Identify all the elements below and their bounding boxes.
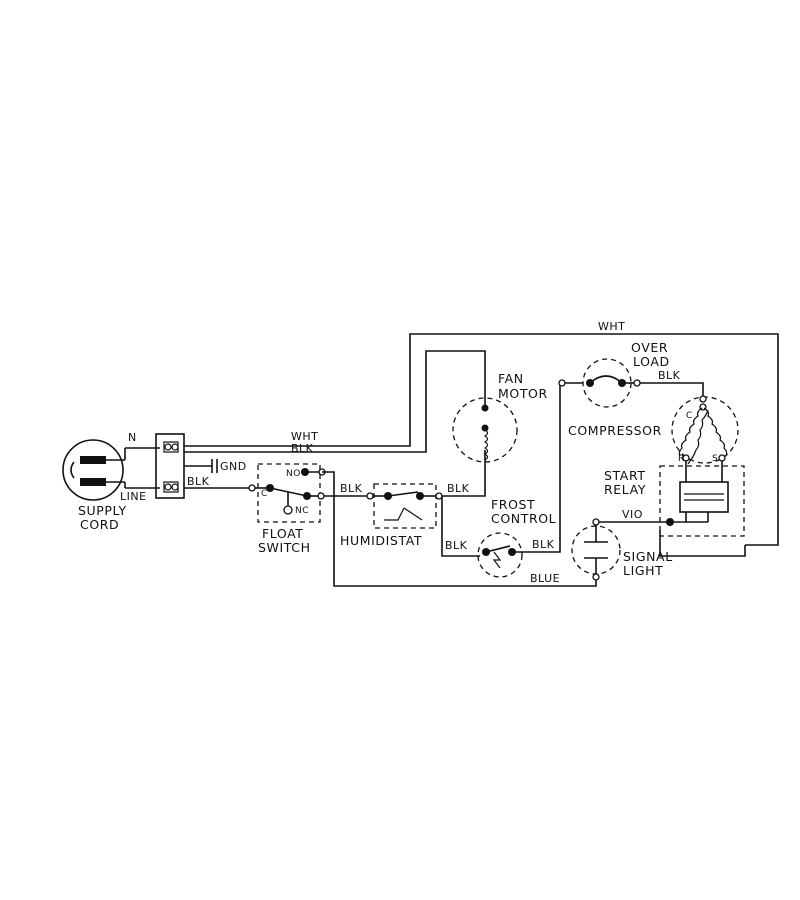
float-switch-label-2: SWITCH — [258, 540, 311, 555]
ground-symbol — [184, 459, 218, 473]
blk-wire-frost-overload — [514, 382, 583, 553]
wht-top-label: WHT — [598, 320, 625, 333]
supply-cord-plug — [62, 439, 160, 501]
float-switch-label-1: FLOAT — [262, 526, 304, 541]
start-relay-label-1: START — [604, 468, 646, 483]
signal-light-label-1: SIGNAL — [623, 549, 673, 564]
float-c-label: C — [261, 489, 268, 499]
float-switch — [248, 463, 326, 523]
relay-link-wire — [659, 530, 746, 557]
overload-label-1: OVER — [631, 340, 668, 355]
blk-hum-out-label: BLK — [447, 482, 470, 495]
wht-wire-top — [184, 333, 779, 546]
blk-frost-left-label: BLK — [445, 539, 468, 552]
comp-r-label: R — [678, 454, 685, 464]
float-nc-label: NC — [295, 506, 309, 516]
blk-overload-label: BLK — [658, 369, 681, 382]
wht-mid-label: WHT — [291, 430, 318, 443]
supply-cord-label-2: CORD — [80, 517, 119, 532]
line-label: LINE — [120, 490, 147, 503]
comp-s-label: S — [712, 454, 718, 464]
start-relay-label-2: RELAY — [604, 482, 646, 497]
frost-control-label-2: CONTROL — [491, 511, 556, 526]
supply-cord-label-1: SUPPLY — [78, 503, 127, 518]
overload-label-2: LOAD — [633, 354, 670, 369]
frost-control — [477, 532, 523, 578]
blk-float-hum-label: BLK — [340, 482, 363, 495]
blk-wire-hum-frost — [441, 496, 480, 557]
fan-motor-label-2: MOTOR — [498, 386, 548, 401]
blk-mid-label: BLK — [291, 442, 314, 455]
fan-motor — [452, 397, 518, 463]
humidistat-label: HUMIDISTAT — [340, 533, 422, 548]
signal-light — [571, 518, 621, 581]
gnd-label: GND — [220, 460, 247, 473]
blk-frost-right-label: BLK — [532, 538, 555, 551]
n-label: N — [128, 431, 137, 444]
comp-c-label: C — [686, 411, 693, 421]
float-no-label: NO — [286, 469, 301, 479]
humidistat — [366, 483, 443, 529]
blk-wire-fan — [184, 350, 486, 453]
blue-wire — [322, 471, 597, 587]
terminal-block — [155, 433, 185, 499]
frost-control-label-1: FROST — [491, 497, 535, 512]
signal-light-label-2: LIGHT — [623, 563, 663, 578]
compressor-label: COMPRESSOR — [568, 423, 662, 438]
start-relay — [659, 465, 745, 537]
blue-label: BLUE — [530, 572, 560, 585]
compressor — [671, 395, 739, 470]
blk-supply-label: BLK — [187, 475, 210, 488]
overload — [558, 358, 641, 408]
blk-wire-hum-fan — [442, 450, 486, 497]
fan-motor-label-1: FAN — [498, 371, 524, 386]
blk-wire-overload-comp — [640, 382, 704, 397]
vio-label: VIO — [622, 508, 643, 521]
